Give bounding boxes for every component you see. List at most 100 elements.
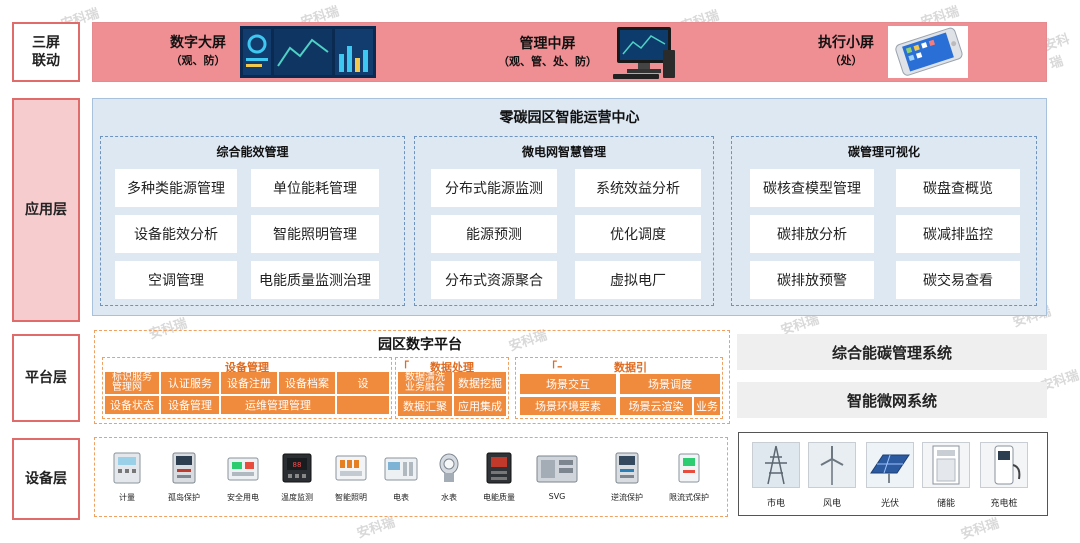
group-title: 设备管理	[225, 361, 269, 374]
current-limit-protection-icon	[678, 453, 700, 483]
group-title: 数据引	[614, 361, 647, 374]
solar-panel-icon	[866, 442, 914, 488]
desktop-monitor-icon	[613, 27, 675, 79]
module-title: 碳管理可视化	[847, 145, 920, 159]
module-title: 微电网智慧管理	[521, 145, 606, 159]
screen-digital-large: 数字大屏 （观、防）	[170, 26, 376, 78]
electric-meter-icon	[384, 457, 418, 481]
platform-chip[interactable]: 数据清洗 业务融合	[398, 372, 452, 394]
device-label: 温度监测	[281, 493, 313, 502]
module-item[interactable]: 设备能效分析	[115, 215, 237, 253]
power-tower-icon	[752, 442, 800, 488]
platform-chip[interactable]: 设备状态	[105, 396, 159, 414]
module-item[interactable]: 智能照明管理	[251, 215, 379, 253]
module-item[interactable]: 碳排放预警	[750, 261, 874, 299]
platform-chip[interactable]: 场景环境要素	[520, 397, 616, 415]
temperature-monitor-icon: 88	[282, 453, 312, 483]
module-item[interactable]: 多种类能源管理	[115, 169, 237, 207]
device-label: 电能质量	[483, 493, 515, 502]
platform-chip[interactable]: 标识服务 管理网	[105, 372, 159, 394]
platform-chip[interactable]: 设备注册	[221, 372, 277, 394]
module-item[interactable]: 系统效益分析	[575, 169, 701, 207]
device-label: SVG	[548, 492, 566, 501]
module-item[interactable]: 碳减排监控	[896, 215, 1020, 253]
system-carbon-mgmt[interactable]: 综合能碳管理系统	[737, 334, 1047, 370]
module-carbon: 碳管理可视化 碳核查模型管理 碳盘查概览 碳排放分析 碳减排监控 碳排放预警 碳…	[731, 136, 1037, 306]
module-item[interactable]: 电能质量监测治理	[251, 261, 379, 299]
group-marker: 「	[398, 360, 409, 373]
module-item[interactable]: 分布式能源监测	[431, 169, 557, 207]
module-energy-efficiency: 综合能效管理 多种类能源管理 单位能耗管理 设备能效分析 智能照明管理 空调管理…	[100, 136, 405, 306]
device-item: 电表	[372, 452, 430, 503]
module-item[interactable]: 分布式资源聚合	[431, 261, 557, 299]
screen-management-mid: 管理中屏（观、管、处、防）	[498, 26, 677, 80]
energy-item: 储能	[918, 442, 974, 509]
meter-icon	[113, 452, 141, 484]
device-mgmt-group: 设备管理 标识服务 管理网 认证服务 设备注册 设备档案 设 设备状态 设备管理…	[102, 357, 392, 419]
smart-lighting-icon	[335, 455, 367, 481]
system-microgrid[interactable]: 智能微网系统	[737, 382, 1047, 418]
device-label: 智能照明	[335, 493, 367, 502]
module-item[interactable]: 单位能耗管理	[251, 169, 379, 207]
platform-chip[interactable]: 业务	[694, 397, 720, 415]
device-label: 孤岛保护	[168, 493, 200, 502]
device-item: 计量	[98, 452, 156, 503]
smartphone-icon	[888, 26, 968, 78]
platform-chip[interactable]: 运维管理管理	[221, 396, 335, 414]
platform-panel	[94, 330, 730, 424]
reverse-flow-protection-icon	[615, 452, 639, 484]
app-title: 零碳园区智能运营中心	[499, 110, 640, 126]
module-microgrid: 微电网智慧管理 分布式能源监测 系统效益分析 能源预测 优化调度 分布式资源聚合…	[414, 136, 714, 306]
energy-panel	[738, 432, 1048, 516]
screen-title: 执行小屏	[818, 35, 874, 51]
device-item: 限流式保护	[660, 452, 718, 503]
device-item: 智能照明	[322, 452, 380, 503]
platform-chip[interactable]: 场景云渲染	[620, 397, 692, 415]
platform-chip[interactable]: 设备管理	[161, 396, 219, 414]
device-item: 88 温度监测	[268, 452, 326, 503]
screen-sub: （处）	[829, 54, 863, 67]
data-processing-group: 「 数据处理 数据清洗 业务融合 数据挖掘 数据汇聚 应用集成	[395, 357, 509, 419]
device-item: SVG	[528, 452, 586, 501]
module-item[interactable]: 碳排放分析	[750, 215, 874, 253]
wind-turbine-icon	[808, 442, 856, 488]
platform-chip[interactable]: 应用集成	[454, 396, 506, 416]
platform-chip	[337, 396, 389, 414]
platform-chip[interactable]: 场景交互	[520, 374, 616, 394]
watermark: 安科瑞	[959, 516, 1001, 543]
platform-chip[interactable]: 数据汇聚	[398, 396, 452, 416]
module-item[interactable]: 碳交易查看	[896, 261, 1020, 299]
layer-label-device: 设备层	[12, 438, 80, 520]
device-item: 孤岛保护	[155, 452, 213, 503]
device-item: 安全用电	[214, 452, 272, 503]
module-item[interactable]: 优化调度	[575, 215, 701, 253]
screen-execution-small: 执行小屏 （处）	[818, 26, 968, 78]
platform-chip[interactable]: 场景调度	[620, 374, 720, 394]
layer-label-screens: 三屏 联动	[12, 22, 80, 82]
platform-chip[interactable]: 设备档案	[279, 372, 335, 394]
module-item[interactable]: 碳盘查概览	[896, 169, 1020, 207]
device-label: 限流式保护	[669, 493, 709, 502]
group-marker: 「–	[546, 360, 563, 373]
platform-chip[interactable]: 设	[337, 372, 389, 394]
module-item[interactable]: 虚拟电厂	[575, 261, 701, 299]
screen-sub: （观、防）	[170, 54, 226, 67]
screen-title: 数字大屏	[170, 35, 226, 51]
layer-label-platform: 平台层	[12, 334, 80, 422]
module-item[interactable]: 碳核查模型管理	[750, 169, 874, 207]
energy-item: 充电桩	[976, 442, 1032, 509]
energy-label: 风电	[822, 499, 841, 509]
platform-chip[interactable]: 数据挖掘	[454, 372, 506, 394]
dashboard-screenshot-icon	[240, 26, 376, 78]
device-item: 水表	[420, 452, 478, 503]
energy-item: 光伏	[862, 442, 918, 509]
platform-chip[interactable]: 认证服务	[161, 372, 219, 394]
module-item[interactable]: 能源预测	[431, 215, 557, 253]
module-item[interactable]: 空调管理	[115, 261, 237, 299]
device-label: 电表	[393, 493, 409, 502]
svg-text:88: 88	[293, 461, 302, 469]
energy-item: 风电	[804, 442, 860, 509]
energy-label: 储能	[936, 499, 955, 509]
svg-device-icon	[536, 455, 578, 483]
island-protection-icon	[172, 452, 196, 484]
